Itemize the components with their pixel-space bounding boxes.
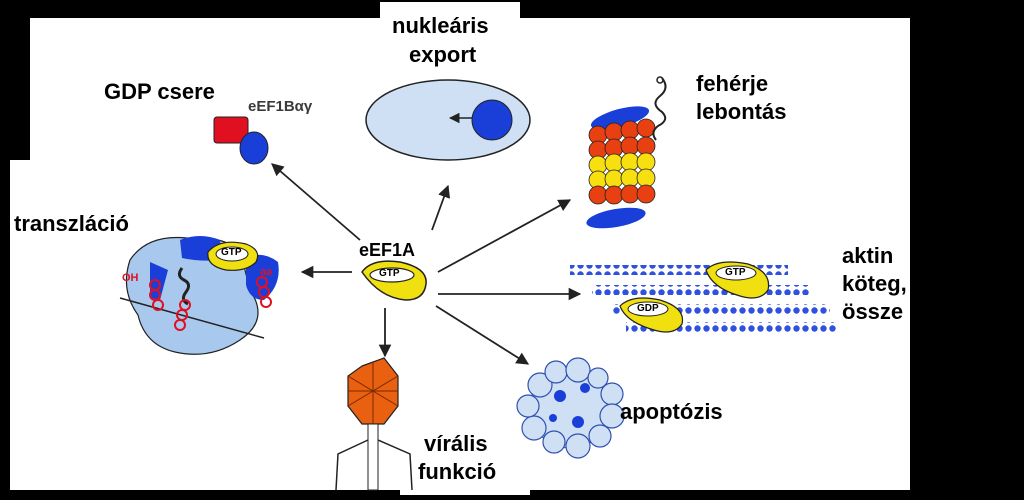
arrows	[271, 163, 582, 365]
ribosome-icon	[119, 236, 279, 355]
arrow-to-apoptosis	[435, 305, 530, 365]
actin-gtp-ribbon-icon	[705, 261, 770, 299]
nuclear-export-label-line2: export	[409, 42, 477, 67]
eef1b-complex-icon	[213, 116, 269, 165]
ribosome-gtp-label: GTP	[221, 247, 242, 258]
protein-degradation-label-line2: lebontás	[696, 99, 787, 124]
actin-filaments	[570, 261, 838, 333]
arrow-to-nuclear-export	[431, 184, 451, 231]
panel-right	[840, 200, 908, 350]
eef1a-ribbon-icon	[361, 260, 427, 301]
proteasome-icon	[586, 76, 667, 229]
viral-function-label-line1: vírális	[424, 431, 488, 456]
translation-label: transzláció	[14, 211, 129, 236]
arrow-to-gdp-exchange	[271, 163, 361, 241]
virus-icon	[335, 357, 413, 491]
ribosome-aa-left-label: OH	[122, 272, 139, 284]
actin-gtp-label: GTP	[725, 267, 746, 278]
actin-label-line3: össze	[842, 299, 904, 324]
gdp-exchange-label: GDP csere	[104, 79, 215, 104]
actin-label-line1: aktin	[842, 243, 894, 268]
arrow-to-protein-degradation	[437, 199, 572, 273]
nucleus-icon	[365, 79, 531, 161]
actin-gdp-ribbon-icon	[619, 297, 684, 333]
actin-label-line2: köteg,	[842, 271, 907, 296]
eef1b-complex-label: eEF1Bαγ	[248, 98, 313, 115]
panel-bottom-right	[400, 420, 530, 495]
nuclear-export-label-line1: nukleáris	[392, 13, 489, 38]
ribosome-aa-right-label: aa	[260, 266, 273, 278]
apoptosis-label: apoptózis	[620, 399, 723, 424]
eef1a-gtp-label: GTP	[379, 268, 400, 279]
apoptotic-cell-icon	[516, 357, 625, 459]
eef1a-label: eEF1A	[359, 240, 416, 260]
viral-function-label-line2: funkció	[418, 459, 497, 484]
actin-gdp-label: GDP	[637, 303, 659, 314]
protein-degradation-label-line1: fehérje	[696, 71, 769, 96]
